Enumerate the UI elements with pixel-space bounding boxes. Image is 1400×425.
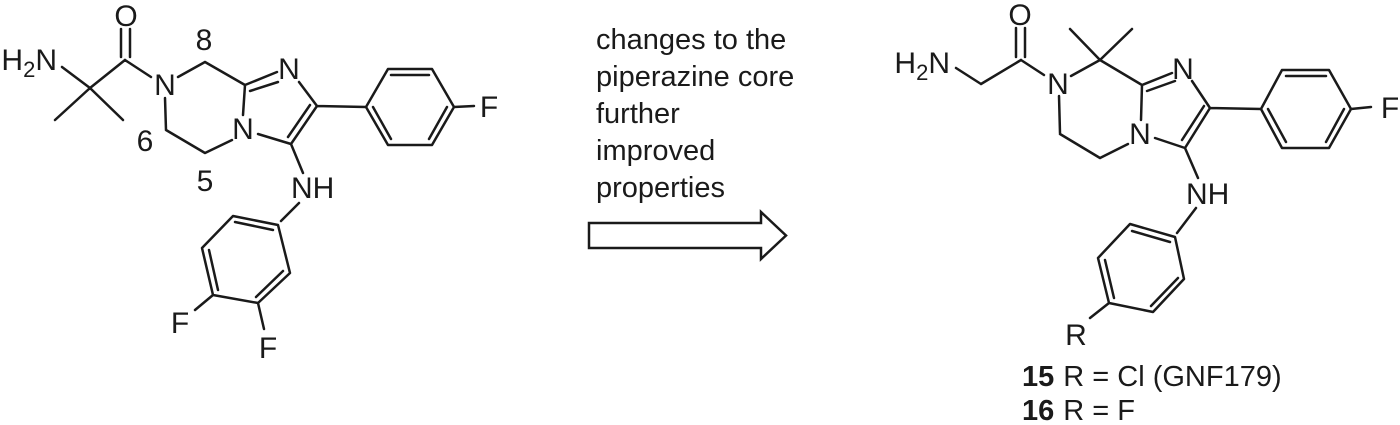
atom-label-n1: N (1172, 53, 1194, 86)
annotation-line: properties (596, 172, 725, 204)
compound-number: 15 (1022, 361, 1055, 393)
atom-label-n4: N (232, 113, 254, 146)
atom-label-f-para-bottom: F (171, 307, 189, 340)
annotation-line: further (596, 98, 680, 130)
atom-label-nh: NH (291, 172, 334, 205)
atom-label-nh: NH (1186, 178, 1229, 211)
atom-label-n4: N (1129, 118, 1151, 151)
h2n-h: H (894, 47, 916, 80)
atom-label-n1: N (278, 53, 300, 86)
h2n-sub: 2 (916, 60, 928, 85)
compound-number: 16 (1022, 395, 1055, 425)
block-arrow-icon (587, 209, 788, 262)
h2n-h: H (1, 44, 23, 77)
compound-label-16: 16 R = F (1022, 394, 1282, 425)
atom-label-f-meta-bottom: F (259, 332, 277, 365)
annotation-line: changes to the (596, 24, 787, 56)
h2n-n: N (35, 44, 57, 77)
left-molecule-atom-labels: O H2N N 8 N N 6 5 NH F F F (1, 0, 498, 365)
left-molecule: O H2N N 8 N N 6 5 NH F F F (1, 0, 498, 365)
atom-label-f-para-top: F (480, 91, 498, 124)
atom-label-carbonyl-o: O (114, 0, 137, 33)
right-molecule-bonds (954, 26, 1373, 320)
right-molecule: O H2N N N N NH F R (894, 0, 1399, 352)
atom-label-h2n: H2N (1, 44, 57, 82)
compound-definition: R = F (1063, 395, 1135, 425)
atom-label-n7: N (1047, 68, 1069, 101)
atom-label-f-para-top: F (1381, 92, 1399, 125)
atom-label-n7: N (154, 69, 176, 102)
h2n-sub: 2 (23, 57, 35, 82)
ring-position-6: 6 (137, 125, 154, 158)
left-molecule-bonds (53, 27, 476, 331)
h2n-n: N (928, 47, 950, 80)
annotation-line: improved (596, 135, 716, 167)
atom-label-carbonyl-o: O (1008, 0, 1031, 32)
right-molecule-atom-labels: O H2N N N N NH F R (894, 0, 1399, 352)
ring-position-5: 5 (197, 165, 214, 198)
atom-label-h2n: H2N (894, 47, 950, 85)
compound-definition: R = Cl (GNF179) (1063, 361, 1282, 393)
atom-label-r-group: R (1065, 319, 1087, 352)
annotation-line: piperazine core (596, 61, 795, 93)
annotation-text: changes to the piperazine core further i… (596, 22, 794, 207)
ring-position-8: 8 (196, 24, 213, 57)
